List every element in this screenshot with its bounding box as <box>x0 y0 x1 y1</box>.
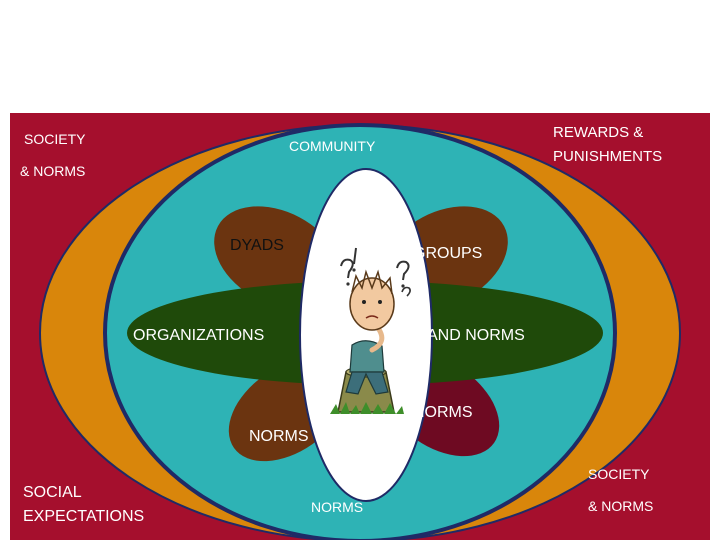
confused-person-illustration <box>330 247 411 414</box>
society-top-norms-label: & NORMS <box>20 163 86 179</box>
norms-right-petal-label: NORMS <box>413 404 473 421</box>
and-norms-label: AND NORMS <box>427 327 525 344</box>
community-label: COMMUNITY <box>289 138 376 154</box>
question-mark-left-dot <box>346 282 350 286</box>
groups-label: GROUPS <box>413 245 483 262</box>
question-mark-right-dot <box>401 284 405 288</box>
person-hair <box>351 269 393 295</box>
norms-bottom-label: NORMS <box>311 499 364 515</box>
person-arm <box>369 325 385 353</box>
person-head <box>349 277 395 331</box>
person-eye-left <box>362 300 366 304</box>
grass <box>330 402 404 414</box>
society-top-label: SOCIETY <box>24 131 86 147</box>
social-expectations-label-line1: SOCIAL <box>23 484 82 501</box>
individual-white-oval <box>299 168 433 502</box>
question-mark-right <box>396 260 410 281</box>
dyads-label: DYADS <box>230 237 284 254</box>
norms-left-petal-label: NORMS <box>249 428 309 445</box>
person-legs <box>345 371 389 395</box>
exclamation-mark-dot <box>352 268 356 272</box>
question-mark-left <box>340 258 354 279</box>
rewards-label-line2: PUNISHMENTS <box>553 148 663 165</box>
rewards-label-line1: REWARDS & <box>553 124 644 141</box>
organizations-label: ORGANIZATIONS <box>133 327 265 344</box>
society-bottom-label: SOCIETY <box>588 466 650 482</box>
exclamation-mark-stem <box>353 247 357 265</box>
social-expectations-label-line2: EXPECTATIONS <box>23 508 145 525</box>
person-eye-right <box>378 300 382 304</box>
question-mark-small <box>401 286 411 297</box>
person-mouth <box>365 315 379 319</box>
society-bottom-norms-label: & NORMS <box>588 498 654 514</box>
